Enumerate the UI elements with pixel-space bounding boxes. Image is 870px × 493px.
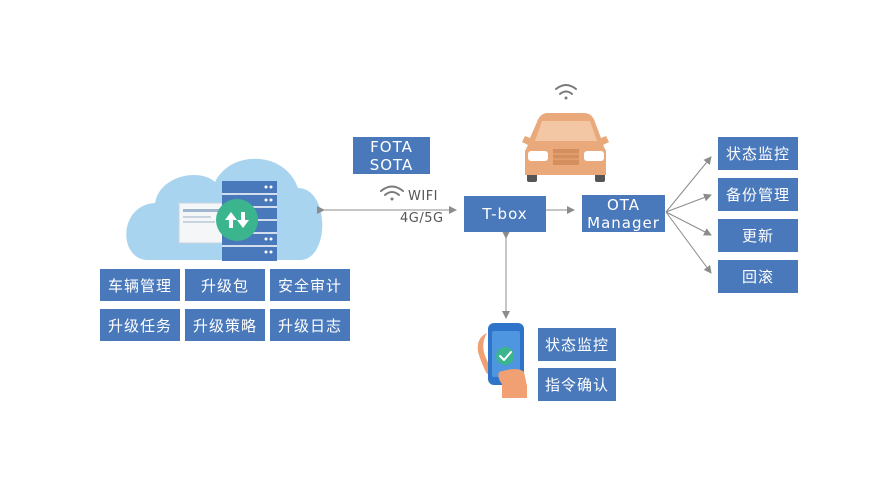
cloud-module-vehicle-management: 车辆管理 (100, 269, 180, 301)
cloud-module-upgrade-package: 升级包 (185, 269, 265, 301)
network-label: 4G/5G (400, 211, 444, 226)
ota-function-status-monitor: 状态监控 (718, 137, 798, 170)
ota-function-rollback: 回滚 (718, 260, 798, 293)
ota-function-backup-management: 备份管理 (718, 178, 798, 211)
cloud-server-icon (126, 158, 323, 261)
ota-manager-box: OTA Manager (582, 195, 665, 232)
wifi-icon (380, 185, 404, 201)
cloud-module-upgrade-log: 升级日志 (270, 309, 350, 341)
phone-function-command-confirm: 指令确认 (538, 368, 616, 401)
manager-label: Manager (587, 213, 660, 232)
wifi-label: WIFI (408, 189, 438, 204)
cloud-module-upgrade-task: 升级任务 (100, 309, 180, 341)
tbox-box: T-box (464, 196, 546, 232)
car-icon (522, 113, 609, 182)
cloud-module-security-audit: 安全审计 (270, 269, 350, 301)
cloud-module-upgrade-strategy: 升级策略 (185, 309, 265, 341)
ota-fanout-connectors (665, 156, 712, 274)
ota-function-update: 更新 (718, 219, 798, 252)
phone-function-status-monitor: 状态监控 (538, 328, 616, 361)
fota-label: FOTA (370, 137, 413, 156)
phone-hand-icon (477, 323, 527, 398)
ota-label: OTA (606, 195, 641, 214)
sota-label: SOTA (369, 155, 414, 174)
fota-sota-box: FOTA SOTA (353, 137, 430, 174)
wifi-icon-car (555, 84, 577, 100)
